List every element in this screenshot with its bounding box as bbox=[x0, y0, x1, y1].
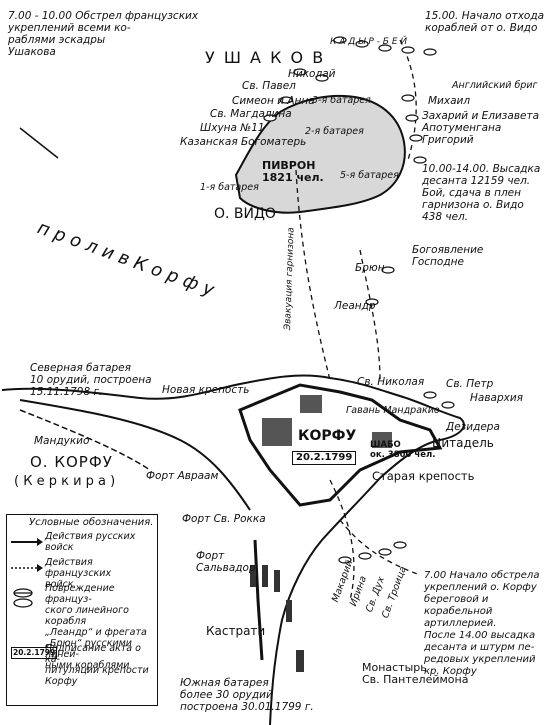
road-west-2 bbox=[19, 409, 151, 471]
legend-capitulation: Подписание акта о ка- питуляции крепости… bbox=[45, 643, 149, 687]
north-arrow bbox=[19, 127, 59, 159]
label-new-fortress: Новая крепость bbox=[162, 384, 250, 396]
label-mikhail: Михаил bbox=[428, 95, 471, 107]
label-old-fortress: Старая крепость bbox=[372, 469, 475, 483]
label-kerkira: ( К е р к и р а ) bbox=[14, 474, 116, 489]
label-navarkhia: Наварxия bbox=[470, 392, 523, 404]
legend-russian: Действия русских войск bbox=[45, 531, 136, 553]
label-sv-pavel: Св. Павел bbox=[242, 80, 296, 92]
label-mandukio: Мандукио bbox=[34, 435, 90, 447]
road-west bbox=[19, 399, 251, 511]
legend-french: Действия французских войск bbox=[45, 557, 112, 590]
legend-damage: Повреждение француз- ского линейного кор… bbox=[45, 583, 147, 671]
route-north bbox=[359, 249, 381, 381]
label-schooner11: Шхуна №11 bbox=[200, 122, 265, 134]
label-mandrakio: Гавань Мандракио bbox=[346, 405, 440, 416]
legend-box: Условные обозначения. Действия русских в… bbox=[6, 514, 158, 706]
label-fort-sv-rokka: Форт Св. Рокка bbox=[182, 513, 266, 525]
route-south-2 bbox=[329, 479, 355, 601]
city-block bbox=[262, 418, 292, 446]
label-sv-nikolaya: Св. Николая bbox=[357, 376, 425, 388]
label-ushakov: У Ш А К О В bbox=[205, 48, 326, 67]
french-action-symbol bbox=[11, 564, 43, 572]
label-leandr: Леандр bbox=[334, 300, 376, 312]
label-simeon-anna: Симеон и Анна bbox=[232, 95, 315, 107]
label-fort-avraam: Форт Авраам bbox=[146, 470, 219, 482]
label-retreat: 15.00. Начало отхода кораблей от о. Видо bbox=[425, 10, 545, 34]
label-monastery: Монастырь Св. Пантелеймона bbox=[362, 661, 469, 686]
label-island-korfu: О. КОРФУ bbox=[30, 453, 113, 471]
damage-symbol bbox=[13, 588, 33, 608]
city-block-3 bbox=[372, 432, 392, 448]
label-vido: О. ВИДО bbox=[214, 206, 276, 222]
label-english-brig: Английский бриг bbox=[452, 80, 538, 91]
label-landing: 10.00-14.00. Высадка десанта 12159 чел. … bbox=[422, 163, 541, 223]
ships bbox=[263, 36, 455, 564]
label-kadyr-bey: К А Д Ы Р - Б Е Й bbox=[330, 37, 408, 47]
label-bogoyavlenie: Богоявление Господне bbox=[412, 244, 484, 268]
route-south-attack bbox=[339, 519, 421, 576]
label-apostol: Апотуменгана bbox=[422, 122, 502, 134]
label-shelling-korfu: 7.00 Начало обстрела укреплений о. Корфу… bbox=[424, 570, 540, 677]
capitulation-date: 20.2.1799 bbox=[292, 451, 357, 465]
label-battery5: 5-я батарея bbox=[340, 170, 399, 181]
vido-island bbox=[234, 95, 406, 214]
kastrati-blocks bbox=[250, 565, 304, 672]
korfu-coastline bbox=[1, 374, 465, 725]
label-sv-petr: Св. Петр bbox=[446, 378, 494, 390]
label-nikolay: Николай bbox=[288, 68, 336, 80]
label-korfu-city: КОРФУ bbox=[298, 428, 357, 444]
label-shabo: ШАБО ок. 3800 чел. bbox=[370, 440, 436, 460]
label-grigoriy: Григорий bbox=[422, 134, 474, 146]
label-battery2: 2-я батарея bbox=[305, 126, 364, 137]
label-zakhariy: Захарий и Елизавета bbox=[422, 110, 540, 122]
capitulation-symbol: 20.2.1799 bbox=[11, 647, 58, 659]
label-desiderio: Дезидера bbox=[446, 421, 500, 433]
route-evacuation bbox=[295, 169, 331, 381]
label-battery1: 1-я батарея bbox=[200, 182, 259, 193]
label-battery3: 3-я батарея bbox=[312, 95, 371, 106]
fortress-outline bbox=[238, 383, 443, 507]
river bbox=[253, 539, 264, 661]
label-bryun: Брюн bbox=[355, 262, 385, 274]
legend-title: Условные обозначения. bbox=[29, 517, 154, 528]
label-north-battery: Северная батарея 10 орудий, построена 15… bbox=[30, 362, 152, 398]
label-south-battery: Южная батарея более 30 орудий построена … bbox=[180, 677, 314, 713]
russian-action-symbol bbox=[11, 538, 43, 546]
label-attack-ushakov: 7.00 - 10.00 Обстрел французских укрепле… bbox=[8, 10, 199, 58]
label-pivron: ПИВРОН 1821 чел. bbox=[262, 159, 324, 184]
label-kazanskaya: Казанская Богоматерь bbox=[180, 136, 307, 148]
label-fort-salvador: Форт Сальвадор bbox=[196, 550, 256, 574]
label-kastrati: Кастрати bbox=[206, 624, 266, 638]
label-sv-magdalina: Св. Магдалина bbox=[210, 108, 292, 120]
route-ships-vido bbox=[399, 39, 417, 161]
city-block-2 bbox=[300, 395, 322, 413]
label-citadel: Цитадель bbox=[432, 436, 494, 450]
